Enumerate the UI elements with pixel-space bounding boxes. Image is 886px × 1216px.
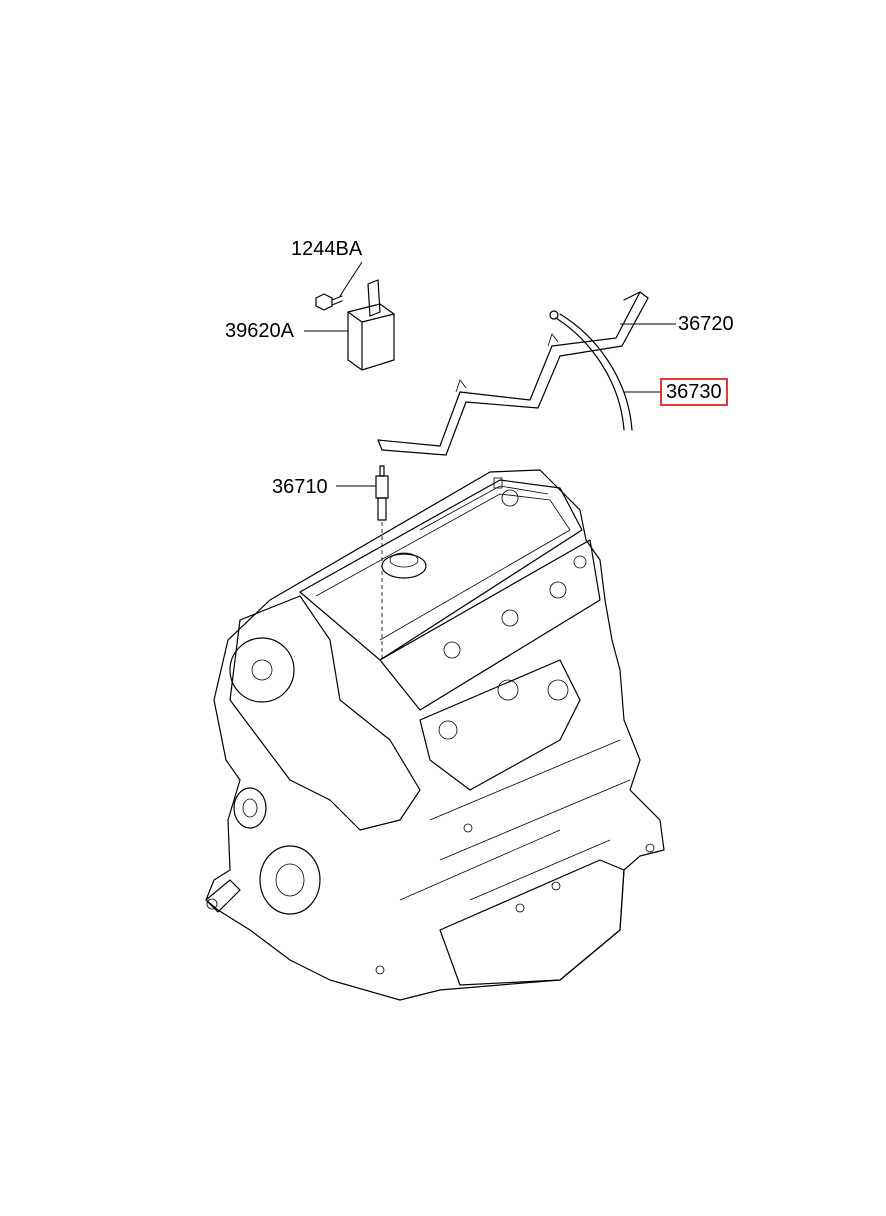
callout-plate[interactable]: 36720	[678, 313, 734, 335]
callout-cable-highlighted[interactable]: 36730	[660, 378, 728, 406]
engine-block	[205, 469, 665, 1001]
relay-part	[347, 279, 395, 371]
callout-glow-plug[interactable]: 36710	[272, 476, 328, 498]
callout-relay[interactable]: 39620A	[225, 320, 294, 342]
bolt-leader	[339, 261, 363, 297]
bolt-part	[315, 293, 343, 311]
cable-part	[549, 310, 633, 431]
plate-part	[377, 291, 649, 456]
callout-bolt[interactable]: 1244BA	[291, 238, 363, 260]
glow-plug-part	[375, 465, 389, 521]
